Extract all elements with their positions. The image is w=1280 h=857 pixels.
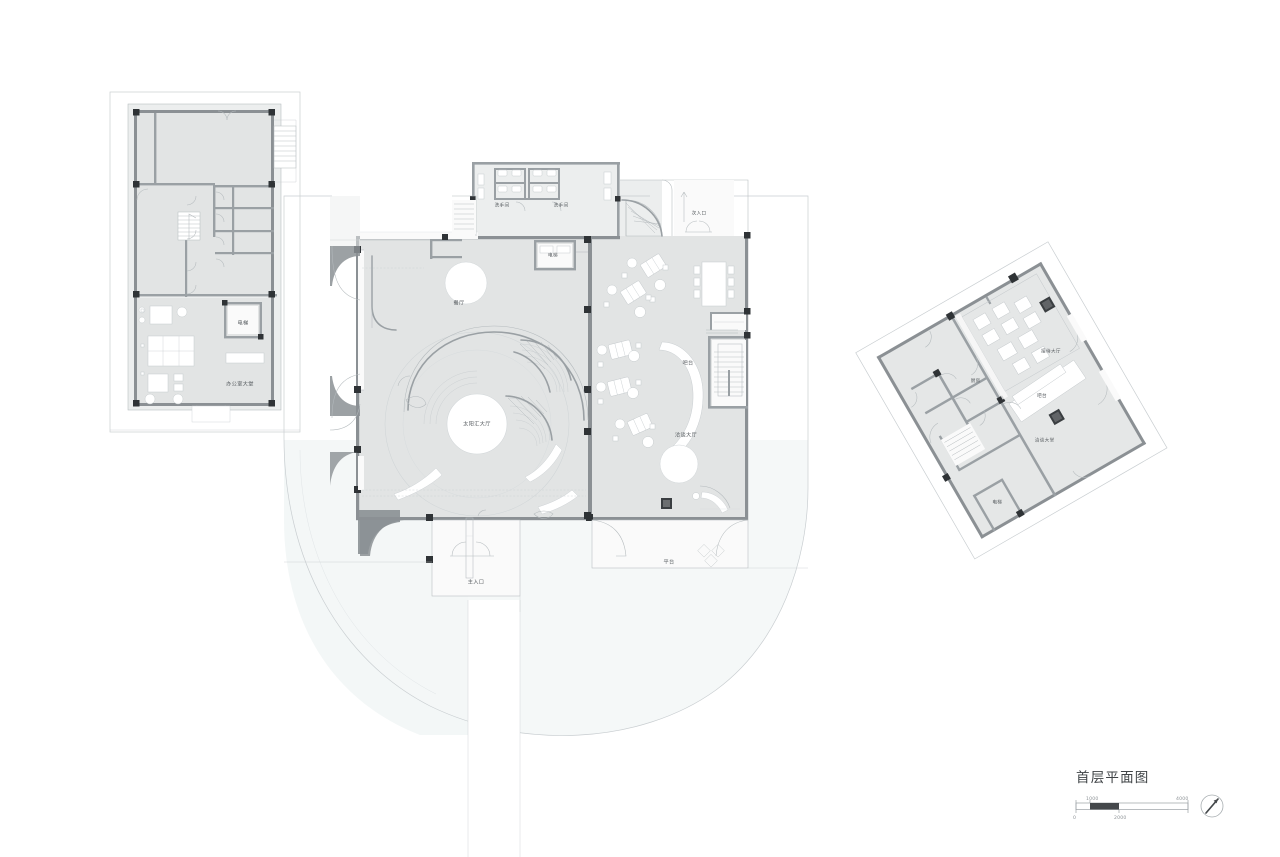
interior-stair	[177, 211, 201, 241]
room-label-secondary-entrance: 次入口	[692, 210, 707, 217]
room-label-elevator-main: 电梯	[548, 252, 558, 259]
room-label-bar-counter: 吧台	[682, 359, 693, 367]
seating-cluster	[595, 253, 669, 448]
scale-bar: 1000 4000 0 2000	[1073, 796, 1189, 821]
room-label-terrace: 平台	[663, 558, 674, 566]
lobby-furniture	[138, 305, 265, 405]
negotiation-hall	[595, 253, 740, 514]
main-plan: 洗手间 洗手间 电梯 餐厅 次入口 吧台 太阳汇大厅 洽谈大厅 主入口 平台	[284, 162, 808, 612]
north-corridor	[360, 195, 478, 269]
dining-hall-features	[371, 255, 488, 331]
scale-tick-1000: 1000	[1086, 796, 1099, 802]
room-label-reception-hall: 接待大厅	[1041, 347, 1061, 354]
feature-medallion	[1039, 296, 1056, 313]
lower-fan-stair	[505, 395, 553, 447]
bar-counter-slab	[1008, 359, 1087, 426]
right-plan-stair	[929, 422, 986, 466]
room-label-elevator-right: 电梯	[992, 499, 1002, 506]
right-plan-labels: 厨房 接待大厅 吧台 洽谈大堂 电梯	[971, 347, 1061, 506]
reception-furniture	[961, 273, 1080, 392]
scale-tick-0: 0	[1073, 815, 1076, 821]
room-label-kitchen: 厨房	[971, 377, 981, 384]
room-label-sun-hall: 太阳汇大厅	[463, 420, 491, 428]
room-label-main-entrance: 主入口	[468, 578, 485, 586]
service-wing	[470, 162, 673, 238]
room-label-negotiation-lobby: 洽谈大堂	[1035, 437, 1055, 444]
spiral-stair	[513, 339, 572, 393]
right-plan: 厨房 接待大厅 吧台 洽谈大堂 电梯	[855, 241, 1168, 560]
room-label-restroom-b: 洗手间	[554, 202, 569, 209]
north-arrow	[1200, 794, 1224, 818]
east-stair-core	[706, 308, 751, 409]
elevator-core-main	[534, 236, 591, 519]
room-label-elevator: 电梯	[237, 319, 248, 327]
room-label-negotiation-hall: 洽谈大厅	[675, 431, 697, 439]
west-curtain-wall	[330, 196, 364, 493]
sun-hall	[362, 325, 589, 517]
right-plan-doors	[911, 329, 1108, 478]
left-plan: 电梯 办公室大堂	[109, 91, 301, 433]
room-label-restroom-a: 洗手间	[495, 202, 510, 209]
room-label-dining-hall: 餐厅	[453, 299, 464, 307]
scale-tick-2000: 2000	[1114, 815, 1127, 821]
exterior-stair	[273, 119, 297, 183]
title-block: 首层平面图 1000 4000 0 2000	[1073, 770, 1224, 821]
secondary-entrance	[662, 179, 751, 239]
room-label-office-lobby: 办公室大堂	[226, 380, 254, 388]
door-swings	[136, 110, 237, 423]
scale-tick-4000: 4000	[1176, 796, 1189, 802]
fan-stair-north	[621, 199, 663, 237]
elevator-core	[222, 300, 264, 340]
room-label-bar-counter-right: 吧台	[1037, 392, 1047, 399]
sheet-title: 首层平面图	[1076, 770, 1150, 786]
south-facade	[284, 509, 808, 612]
